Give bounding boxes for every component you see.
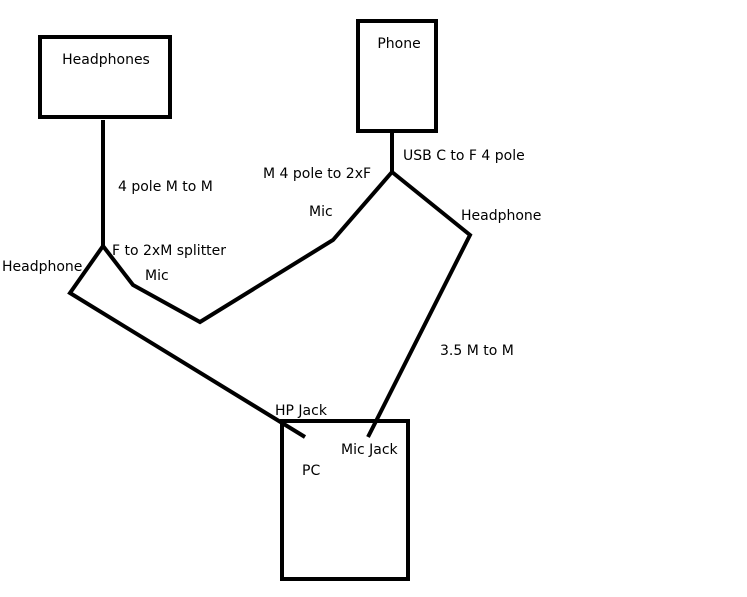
- pc-label: PC: [302, 463, 320, 479]
- pc-box: [280, 419, 410, 581]
- mic-jack-label: Mic Jack: [341, 442, 399, 458]
- aux-cable-label: 3.5 M to M: [440, 343, 514, 359]
- splitter-label: F to 2xM splitter: [112, 243, 226, 259]
- headphones-cable-label: 4 pole M to M: [118, 179, 213, 195]
- phone-box: [356, 19, 438, 133]
- mic-link-wire: [101, 170, 394, 325]
- left-headphone-branch-wire: [67, 244, 307, 439]
- left-mic-branch-label: Mic: [145, 268, 169, 284]
- headphones-label: Headphones: [62, 52, 150, 68]
- right-mic-branch-label: Mic: [309, 204, 333, 220]
- phone-adapter-label: USB C to F 4 pole: [403, 148, 525, 164]
- left-headphone-branch-label: Headphone: [2, 259, 82, 275]
- aux-cable-wire: [366, 170, 473, 438]
- right-headphone-branch-label: Headphone: [461, 208, 541, 224]
- phone-label: Phone: [377, 36, 420, 52]
- hp-jack-label: HP Jack: [275, 403, 328, 419]
- headphones-box: [38, 35, 172, 119]
- phone-splitter-label: M 4 pole to 2xF: [263, 166, 371, 182]
